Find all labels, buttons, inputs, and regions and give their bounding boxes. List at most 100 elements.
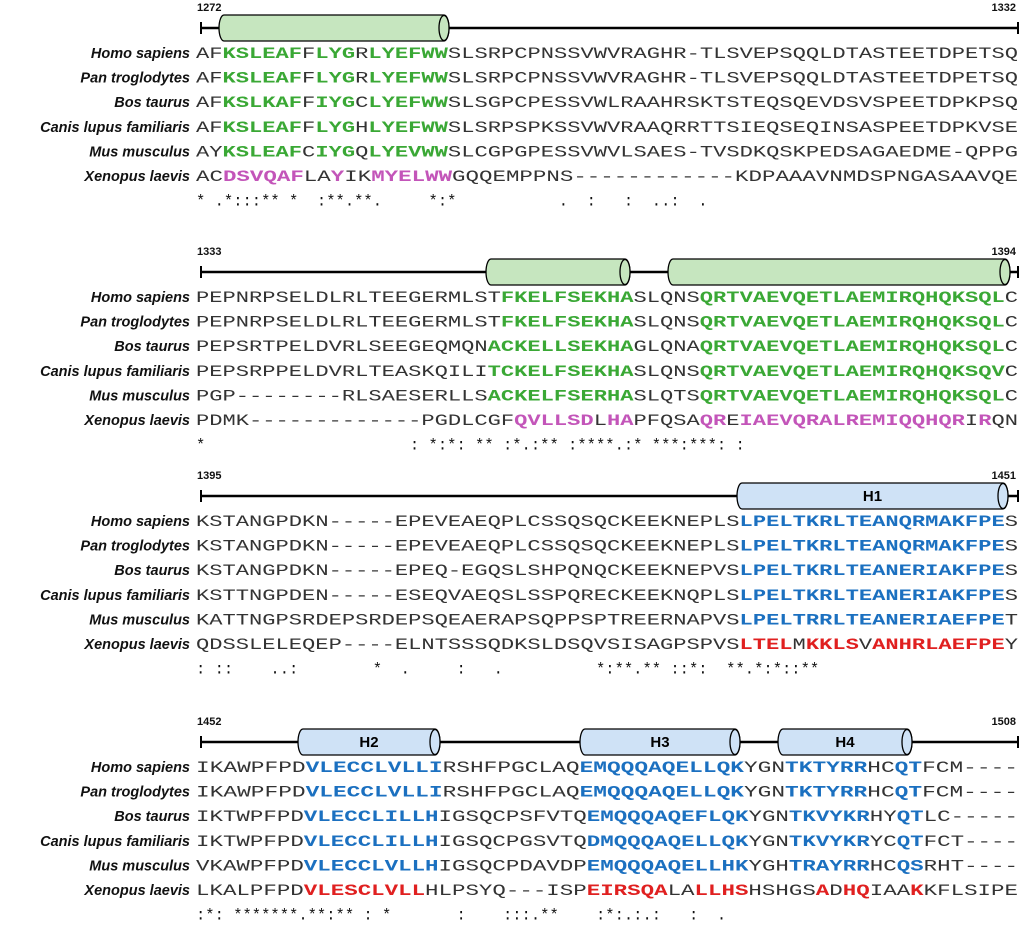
sequence-segment: SLSGPCPESSVWLRAAHRSKTSTEQSQEVDSVSPEETDPK…	[448, 94, 1018, 112]
sequence-segment: RSHFPGCLAQ	[443, 784, 580, 802]
sequence-segment: LA	[668, 882, 696, 900]
start-position-label: 1452	[197, 716, 221, 728]
sequence-segment: IKTWPFPD	[196, 808, 304, 826]
sequence-segment: KATTNGPSRDEPSRDEPSQEAERAPSQPPSPTREERNAPV…	[196, 611, 740, 629]
sequence-segment: R	[355, 45, 368, 63]
start-position-label: 1395	[197, 470, 221, 482]
sequence-segment: IYG	[315, 94, 355, 112]
sequence-segment: TCKELFSEKHA	[488, 363, 635, 381]
sequence-line: QDSSLELEQEP----ELNTSSSQDKSLDSQVSISAGPSPV…	[196, 636, 1019, 654]
end-position-label: 1332	[992, 2, 1016, 14]
sequence-segment: TKTYRR	[785, 759, 868, 777]
species-label: Homo sapiens	[91, 760, 190, 776]
sequence-segment: C	[302, 143, 315, 161]
sequence-segment: EIRSQA	[587, 882, 669, 900]
sequence-segment: PEPSRPPELDVRLTEASKQILI	[196, 363, 488, 381]
sequence-segment: YGN	[748, 833, 788, 851]
sequence-segment: AF	[196, 45, 223, 63]
sequence-segment: VLECCLVLLH	[304, 857, 439, 875]
sequence-segment: HSHGS	[748, 882, 815, 900]
sequence-segment: IGSQCPSFVTQ	[439, 808, 587, 826]
sequence-segment: QT	[895, 759, 922, 777]
sequence-segment: VKAWPFPD	[196, 857, 304, 875]
sequence-segment: Q	[355, 143, 368, 161]
sequence-segment: IYG	[315, 143, 355, 161]
sequence-segment: KSLEAF	[223, 119, 303, 137]
species-label: Pan troglodytes	[80, 315, 190, 331]
sequence-segment: VLECCLVLLI	[306, 784, 443, 802]
sequence-segment: SLQNS	[634, 314, 700, 332]
sequence-segment: L	[594, 412, 607, 430]
sequence-segment: F	[302, 119, 315, 137]
species-label: Mus musculus	[89, 858, 190, 874]
sequence-segment: A	[816, 882, 830, 900]
sequence-segment: PFQSA	[633, 412, 700, 430]
end-position-label: 1394	[992, 246, 1017, 258]
sequence-segment: KSLEAF	[223, 45, 303, 63]
sequence-segment: EMQQQAQELLHK	[587, 857, 750, 875]
sequence-segment: SLSRPSPKSSVWVRAAQRRTTSIEQSEQINSASPEETDPK…	[448, 119, 1018, 137]
sequence-segment: PDMK-------------PGDLCGF	[196, 412, 514, 430]
sequence-segment: LPELTKRLTEANQRMAKFPE	[740, 538, 1005, 556]
sequence-segment: VLESCLVLL	[304, 882, 425, 900]
sequence-segment: HQ	[843, 882, 870, 900]
sequence-segment: KSLKAF	[223, 94, 303, 112]
sequence-segment: LYEVWW	[368, 143, 449, 161]
species-label: Homo sapiens	[91, 514, 190, 530]
species-label: Bos taurus	[114, 95, 190, 111]
sequence-segment: HY	[870, 808, 898, 826]
sequence-segment: HC	[867, 759, 894, 777]
species-label: Pan troglodytes	[80, 71, 190, 87]
sequence-segment: KFLSIPE	[924, 882, 1018, 900]
sequence-segment: LKALPFPD	[196, 882, 304, 900]
species-label: Bos taurus	[114, 563, 190, 579]
sequence-segment: D	[829, 882, 842, 900]
sequence-segment: SLSRPCPNSSVWVRAGHR-TLSVEPSQQLDTASTEETDPE…	[448, 70, 1018, 88]
sequence-segment: RSHFPGCLAQ	[443, 759, 580, 777]
strand-cylinder	[667, 258, 1011, 286]
sequence-segment: I	[965, 412, 978, 430]
species-label: Homo sapiens	[91, 46, 190, 62]
sequence-segment: TKTYRR	[785, 784, 868, 802]
species-label: Homo sapiens	[91, 290, 190, 306]
sequence-segment: H	[355, 119, 368, 137]
sequence-segment: MYELWW	[371, 168, 453, 186]
sequence-segment: QRTVAEVQETLAEMIRQHQKSQL	[700, 314, 1005, 332]
sequence-segment: LTEL	[740, 636, 793, 654]
sequence-segment: QT	[897, 833, 924, 851]
sequence-segment: S	[1005, 538, 1018, 556]
sequence-segment: KSTANGPDKN-----EPEVEAEQPLCSSQSQCKEEKNEPL…	[196, 538, 740, 556]
sequence-segment: LLHS	[695, 882, 749, 900]
sequence-segment: LYG	[315, 119, 355, 137]
sequence-segment: VLECCLILLH	[304, 833, 439, 851]
sequence-segment: C	[1005, 387, 1018, 405]
sequence-segment: EMQQQAQELLQK	[580, 759, 745, 777]
conservation-line: * : *:*: ** :*.:** :****.:* ***:***: :	[196, 437, 745, 455]
strand-cylinder	[218, 14, 450, 42]
sequence-segment: DSVQAF	[223, 168, 304, 186]
sequence-segment: LYG	[315, 45, 355, 63]
sequence-segment: ACKELLSEKHA	[488, 338, 635, 356]
sequence-segment: YGN	[744, 759, 785, 777]
sequence-segment: AF	[196, 119, 223, 137]
start-position-label: 1333	[197, 246, 221, 258]
sequence-segment: QRTVAEVQETLAEMIRQHQKSQV	[700, 363, 1006, 381]
species-label: Canis lupus familiaris	[40, 364, 190, 380]
sequence-segment: VLECCLILLH	[304, 808, 439, 826]
sequence-segment: PEPNRPSELDLRLTEEGERMLST	[196, 289, 501, 307]
sequence-segment: HLPSYQ---ISP	[425, 882, 587, 900]
sequence-segment: PEPSRTPELDVRLSEEGEQMQN	[196, 338, 488, 356]
sequence-segment: LPELTRRLTEANERIAEFPE	[740, 611, 1005, 629]
species-label: Mus musculus	[89, 144, 190, 160]
sequence-segment: ACKELFSERHA	[488, 387, 635, 405]
species-label: Mus musculus	[89, 612, 190, 628]
